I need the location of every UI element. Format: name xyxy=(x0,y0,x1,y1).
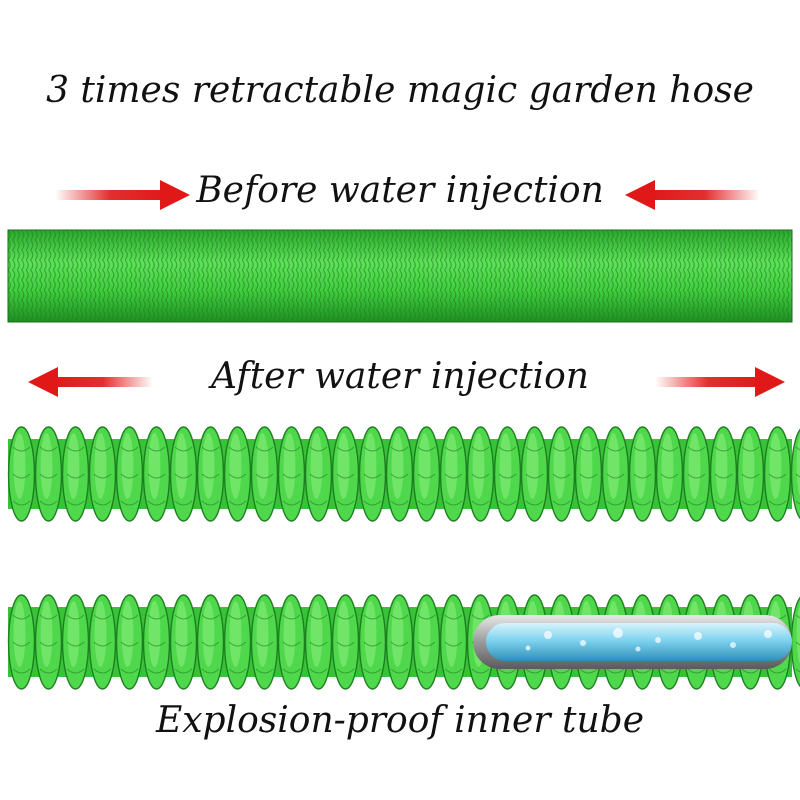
arrow-left-icon xyxy=(28,367,153,397)
hose-with-inner-tube xyxy=(7,594,800,690)
arrow-right-icon xyxy=(655,367,785,397)
water-bubble xyxy=(635,646,641,652)
inner-tube-label: Explosion-proof inner tube xyxy=(155,700,645,741)
inner-tube-water xyxy=(486,623,792,661)
water-bubble xyxy=(694,632,702,640)
hose-after-injection xyxy=(7,426,800,522)
arrow-right-icon xyxy=(55,180,190,210)
water-bubble xyxy=(580,640,586,646)
water-bubble xyxy=(525,645,531,651)
water-bubble xyxy=(613,628,623,638)
water-bubble xyxy=(764,630,772,638)
page-title: 3 times retractable magic garden hose xyxy=(46,70,754,111)
before-injection-label: Before water injection xyxy=(196,170,604,211)
water-bubble xyxy=(730,642,736,648)
after-injection-label: After water injection xyxy=(211,356,589,397)
water-bubble xyxy=(655,637,661,643)
arrow-left-icon xyxy=(625,180,760,210)
water-bubble xyxy=(544,631,552,639)
hose-before-injection xyxy=(7,229,793,323)
